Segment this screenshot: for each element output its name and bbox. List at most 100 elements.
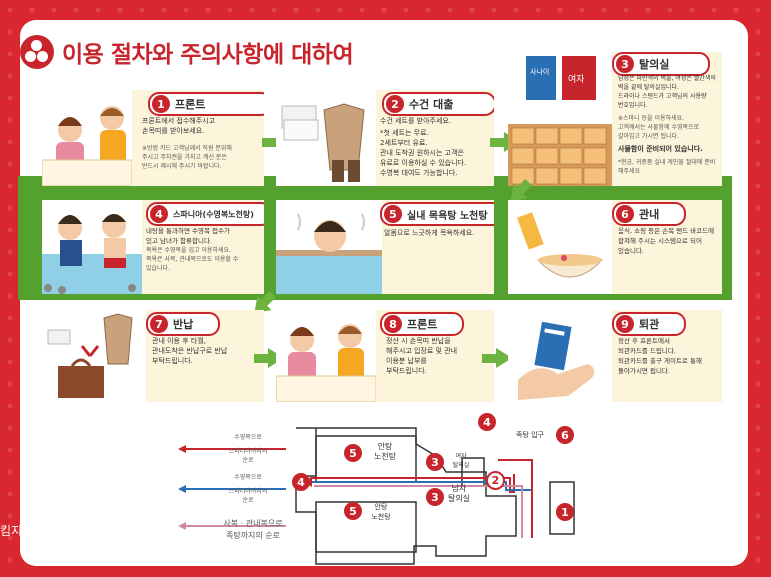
step-5-line: 알몸으로 느긋하게 목욕하세요. bbox=[384, 229, 475, 237]
step-4-number: 4 bbox=[150, 205, 168, 223]
front-desk-illustration bbox=[42, 90, 132, 186]
step-2-line: 수건 세트를 받아주세요. bbox=[380, 117, 452, 125]
step-6-text: 음식, 쇼핑 등은 손목 밴드 바코드에 합쳐해 주시는 시스템으로 되어 있습… bbox=[618, 226, 720, 256]
return-bin-illustration bbox=[42, 310, 146, 402]
step-3-line: 드라이나 스탠드가 고객님의 사용량 bbox=[618, 93, 707, 100]
map-men-line: 탈의실 bbox=[447, 494, 471, 503]
step-1-number: 1 bbox=[152, 95, 170, 113]
step-6-header: 6 관내 bbox=[612, 202, 686, 226]
step-9-label: 퇴관 bbox=[639, 318, 660, 331]
step-8-line: 이용분 납부를 bbox=[386, 357, 427, 365]
step-9-text: 정산 후 프론트에서 퇴관카드를 드립니다. 퇴관카드를 출구 게이트로 통해 … bbox=[618, 336, 722, 376]
step-3-note: ※스마니 등을 이용하세요. bbox=[618, 115, 684, 122]
step-1-line: 프론트에서 접수해주시고 bbox=[142, 117, 216, 125]
watermark-text: 킴지 bbox=[0, 524, 23, 538]
legend-blue-line: 순로 bbox=[242, 497, 254, 504]
step-2-line: 유료로 이용하실 수 있습니다. bbox=[380, 159, 467, 167]
women-sign: 여자 bbox=[568, 73, 585, 85]
map-bath-top-line: 안탕 bbox=[377, 442, 393, 451]
map-number-4: 4 bbox=[292, 473, 310, 491]
step-5-label: 실내 목욕탕 노천탕 bbox=[407, 210, 488, 222]
step-2-label: 수건 대출 bbox=[409, 98, 454, 111]
step-1-note: ※방범 카드 고객님께서 직원 분위해 bbox=[142, 145, 232, 152]
step-6-label: 관내 bbox=[639, 208, 660, 221]
step-2-line: 2세트부터 유료. bbox=[380, 139, 428, 147]
step-1-line: 손목띠를 받아보세요. bbox=[142, 127, 205, 135]
page-title: 이용 절차와 주의사항에 대하여 bbox=[62, 42, 354, 68]
legend-red-line: 스파니아까지의 bbox=[228, 448, 268, 455]
step-7-card: 7 반납 관내 이용 후 타월, 관내도착은 반납구로 반납 부탁드립니다. bbox=[42, 310, 264, 402]
map-number-2: 2 bbox=[486, 471, 505, 490]
step-2-line: *첫 세트는 무료. bbox=[380, 129, 429, 137]
map-women-line: 탈의실 bbox=[452, 462, 470, 469]
step-4-header: 4 스파니아(수영복노천탕) bbox=[146, 202, 264, 226]
indoor-bath-illustration bbox=[276, 200, 382, 294]
step-4-label: 스파니아(수영복노천탕) bbox=[173, 209, 254, 219]
spa-swimsuit-illustration bbox=[42, 200, 142, 294]
step-6-line: 있습니다. bbox=[618, 247, 644, 255]
map-bath-bottom-line: 안탕 bbox=[374, 503, 388, 511]
step-3-line: 남성은 파란색의 벽을, 여성은 빨간색의 bbox=[618, 75, 716, 82]
step-7-header: 7 반납 bbox=[146, 312, 220, 336]
step-7-line: 관내 이용 후 타월, bbox=[152, 337, 206, 345]
step-7-label: 반납 bbox=[173, 318, 194, 331]
map-number-3: 3 bbox=[426, 453, 444, 471]
food-illustration bbox=[508, 200, 612, 294]
men-sign: 사나이 bbox=[530, 67, 549, 76]
step-9-line: 퇴관카드를 출구 게이트로 통해 bbox=[618, 357, 702, 365]
map-men-line: 남자 bbox=[451, 484, 467, 493]
step-7-number: 7 bbox=[150, 315, 168, 333]
step-8-card: 8 프론트 정산 시 손목띠 반납을 해주시고 입장료 및 관내 이용분 납부를… bbox=[276, 310, 494, 402]
map-bath-top: 안탕 노천탕 bbox=[368, 442, 402, 462]
legend-red-line: 수영복으로 bbox=[234, 434, 262, 441]
step-2-line: 관내 도착권 원하시는 고객은 bbox=[380, 149, 464, 157]
map-men-room: 남자 탈의실 bbox=[444, 484, 474, 504]
step-3-note: 갈아입고 가시면 됩니다. bbox=[618, 133, 679, 140]
step-3-note: 고객께서는 사물함에 수영복으로 bbox=[618, 124, 700, 131]
map-bath-bottom: 안탕 노천탕 bbox=[364, 502, 398, 522]
step-1-label: 프론트 bbox=[175, 98, 206, 111]
step-5-header: 5 실내 목욕탕 노천탕 bbox=[380, 202, 494, 226]
step-4-line: 족욕은 사복, 관내복으로도 이용할 수 bbox=[146, 256, 239, 263]
legend-arrows bbox=[178, 445, 286, 530]
step-8-line: 해주시고 입장료 및 관내 bbox=[386, 347, 458, 355]
step-2-line: 수영복 대여도 가능합니다. bbox=[380, 169, 458, 177]
step-3-text: 남성은 파란색의 벽을, 여성은 빨간색의 벽을 끝에 탈의실입니다. 드라이나… bbox=[618, 74, 720, 176]
legend-blue-line: 수영복으로 bbox=[234, 474, 262, 481]
step-9-line: 정산 후 프론트에서 bbox=[618, 337, 670, 345]
map-number-5: 5 bbox=[344, 444, 362, 462]
checkout-desk-illustration bbox=[276, 310, 376, 402]
step-9-line: 퇴관카드를 드립니다. bbox=[618, 347, 676, 355]
step-1-header: 1 프론트 bbox=[148, 92, 264, 116]
step-4-card: 4 스파니아(수영복노천탕) 내탕을 통과하면 수영복 접수가 있고 남녀가 함… bbox=[42, 200, 264, 294]
step-3-line: 번호입니다. bbox=[618, 102, 648, 109]
step-1-note: 반드시 제시해 주시기 바랍니다. bbox=[142, 163, 222, 170]
step-8-text: 정산 시 손목띠 반납을 해주시고 입장료 및 관내 이용분 납부를 부탁드립니… bbox=[386, 336, 490, 376]
step-8-header: 8 프론트 bbox=[380, 312, 464, 336]
step-8-number: 8 bbox=[384, 315, 402, 333]
step-3-header: 3 탈의실 bbox=[612, 52, 710, 76]
step-1-note: 주시고 주차권을 가지고 계신 분은 bbox=[142, 154, 227, 161]
step-9-header: 9 퇴관 bbox=[612, 312, 686, 336]
map-number-5: 5 bbox=[344, 502, 362, 520]
step-4-line: 목욕은 수영복을 입고 이용하세요. bbox=[146, 247, 231, 254]
legend-red: 수영복으로 스파니아까지의 순로 bbox=[218, 433, 278, 465]
exit-card-illustration bbox=[508, 310, 612, 402]
step-7-line: 부탁드립니다. bbox=[152, 357, 193, 365]
legend-red-line: 순로 bbox=[242, 457, 254, 464]
step-2-text: 수건 세트를 받아주세요. *첫 세트는 무료. 2세트부터 유료. 관내 도착… bbox=[380, 116, 492, 178]
map-women-line: 여자 bbox=[455, 453, 467, 460]
legend-pink-line: 사복 · 관내복으로 bbox=[223, 519, 283, 528]
step-5-text: 알몸으로 느긋하게 목욕하세요. bbox=[384, 228, 492, 238]
step-9-number: 9 bbox=[616, 315, 634, 333]
map-number-3: 3 bbox=[426, 488, 444, 506]
crest-logo-icon bbox=[20, 35, 54, 69]
legend-blue: 수영복으로 스파니아까지의 순로 bbox=[218, 473, 278, 505]
step-2-header: 2 수건 대출 bbox=[382, 92, 494, 116]
map-women-room: 여자 탈의실 bbox=[446, 452, 476, 470]
step-6-line: 합쳐해 주시는 시스템으로 되어 bbox=[618, 237, 702, 245]
step-3-line: 벽을 끝에 탈의실입니다. bbox=[618, 84, 679, 91]
floor-map bbox=[295, 427, 575, 565]
step-6-card: 6 관내 음식, 쇼핑 등은 손목 밴드 바코드에 합쳐해 주시는 시스템으로 … bbox=[508, 200, 722, 294]
